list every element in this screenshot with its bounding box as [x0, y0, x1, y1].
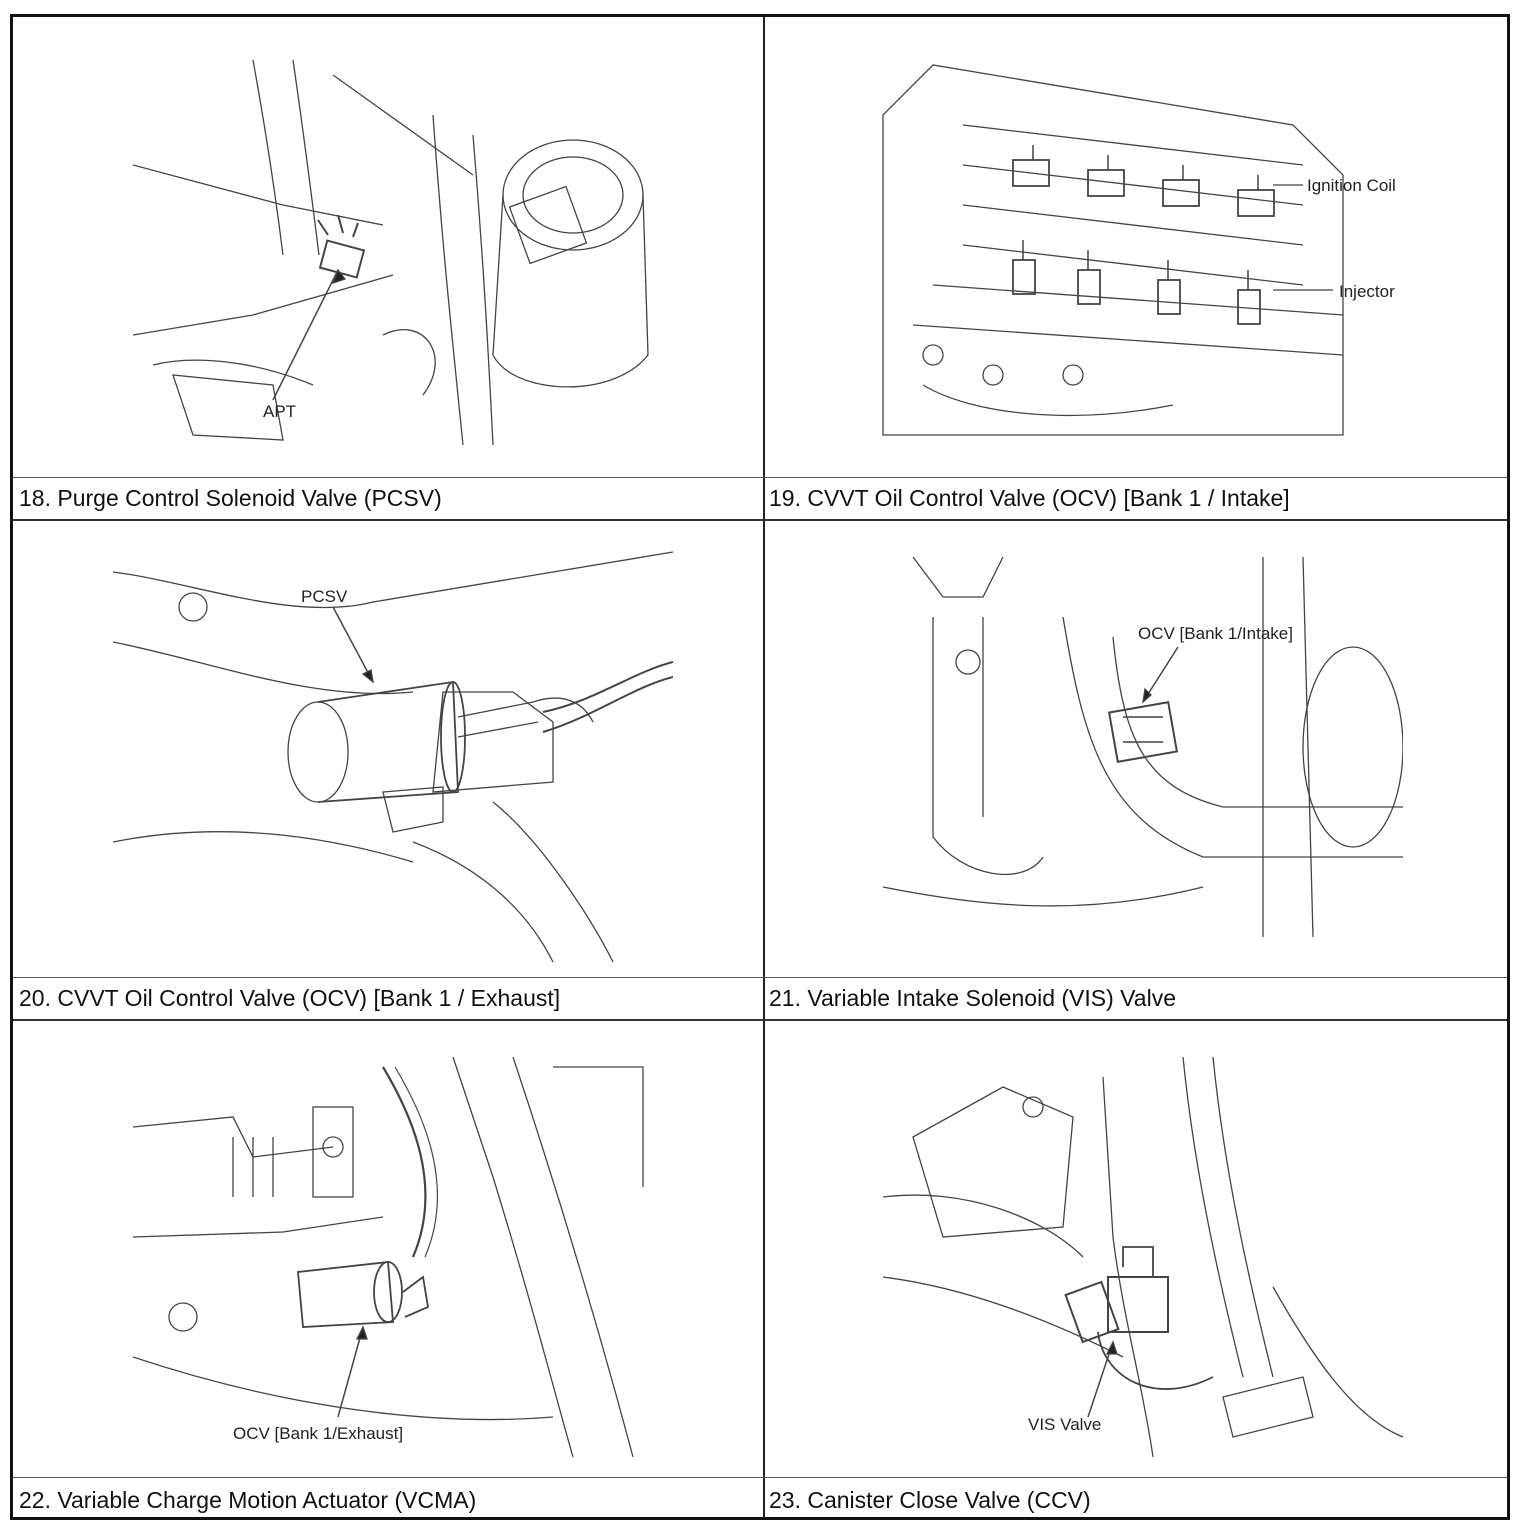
caption-20: 20. CVVT Oil Control Valve (OCV) [Bank 1…: [19, 985, 561, 1011]
caption-19: 19. CVVT Oil Control Valve (OCV) [Bank 1…: [769, 485, 1290, 511]
ocv-exhaust-label: OCV [Bank 1/Exhaust]: [233, 1424, 403, 1443]
row-divider: [13, 1019, 1507, 1021]
row-divider: [13, 519, 1507, 521]
apt-label: APT: [263, 402, 296, 421]
component-table: APT: [10, 14, 1510, 1520]
ocv-exhaust-illustration: OCV [Bank 1/Exhaust]: [133, 1057, 653, 1457]
pcsv-label: PCSV: [301, 587, 348, 606]
pcsv-illustration: PCSV: [113, 542, 673, 962]
ocv-intake-label: OCV [Bank 1/Intake]: [1138, 624, 1293, 643]
vis-valve-label: VIS Valve: [1028, 1415, 1101, 1434]
ocv-intake-illustration: OCV [Bank 1/Intake]: [883, 557, 1403, 937]
row-divider: [13, 977, 1507, 978]
ignition-coil-injector-illustration: Ignition Coil Injector: [873, 55, 1403, 445]
apt-illustration: APT: [133, 55, 653, 445]
caption-22: 22. Variable Charge Motion Actuator (VCM…: [19, 1487, 477, 1513]
caption-23: 23. Canister Close Valve (CCV): [769, 1487, 1091, 1513]
vis-valve-illustration: VIS Valve: [883, 1057, 1403, 1457]
column-divider: [763, 17, 765, 1517]
row-divider: [13, 477, 1507, 478]
injector-label: Injector: [1339, 282, 1395, 301]
row-divider: [13, 1477, 1507, 1478]
caption-18: 18. Purge Control Solenoid Valve (PCSV): [19, 485, 442, 511]
ignition-coil-label: Ignition Coil: [1307, 176, 1396, 195]
caption-21: 21. Variable Intake Solenoid (VIS) Valve: [769, 985, 1176, 1011]
